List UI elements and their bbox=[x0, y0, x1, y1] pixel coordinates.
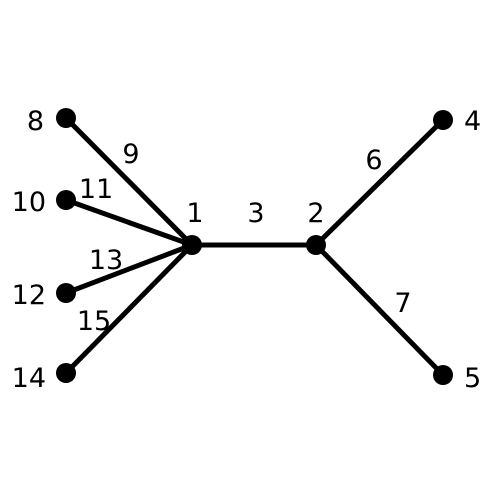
node-label-12: 12 bbox=[12, 280, 46, 311]
node-label-1: 1 bbox=[186, 198, 203, 229]
node-label-10: 10 bbox=[12, 187, 46, 218]
edges-layer bbox=[63, 115, 446, 378]
edge-14-1 bbox=[63, 242, 195, 376]
node-2 bbox=[306, 235, 326, 255]
edge-12-1 bbox=[63, 242, 195, 296]
node-1 bbox=[182, 235, 202, 255]
edge-label-15: 15 bbox=[77, 306, 111, 337]
edge-label-13: 13 bbox=[89, 245, 123, 276]
edge-2-5 bbox=[313, 242, 446, 378]
edge-label-11: 11 bbox=[79, 174, 113, 205]
node-label-2: 2 bbox=[307, 198, 324, 229]
node-10 bbox=[56, 190, 76, 210]
edge-label-7: 7 bbox=[394, 288, 411, 319]
nodes-layer bbox=[56, 108, 453, 385]
edge-label-6: 6 bbox=[365, 145, 382, 176]
node-14 bbox=[56, 363, 76, 383]
edge-label-9: 9 bbox=[122, 139, 139, 170]
node-4 bbox=[433, 110, 453, 130]
edge-10-1 bbox=[63, 197, 195, 248]
node-12 bbox=[56, 283, 76, 303]
node-label-4: 4 bbox=[464, 106, 481, 137]
edge-2-4 bbox=[313, 117, 446, 248]
node-label-5: 5 bbox=[464, 363, 481, 394]
edge-8-1 bbox=[63, 115, 195, 248]
edge-label-3: 3 bbox=[247, 198, 264, 229]
node-8 bbox=[56, 108, 76, 128]
node-label-14: 14 bbox=[12, 363, 46, 394]
node-label-8: 8 bbox=[27, 106, 44, 137]
node-5 bbox=[433, 365, 453, 385]
